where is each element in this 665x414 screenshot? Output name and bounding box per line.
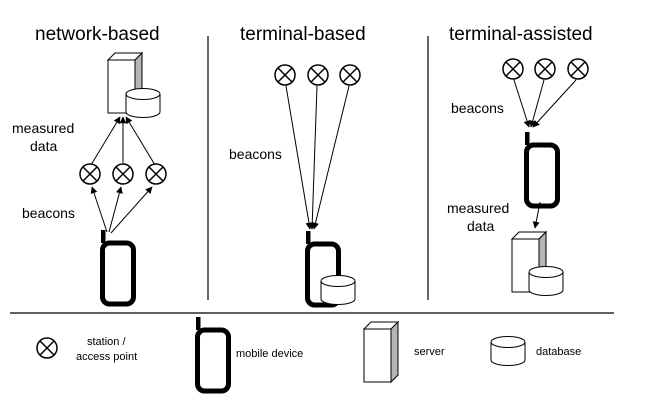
station-icon	[112, 163, 134, 185]
database-icon	[528, 266, 564, 296]
station-icon	[145, 163, 167, 185]
station-icon	[274, 64, 296, 86]
measured-label: measured	[12, 120, 74, 136]
terminal-assisted-title: terminal-assisted	[449, 24, 593, 45]
measured-label: measured	[447, 200, 509, 216]
database-icon	[320, 275, 356, 305]
data-label: data	[467, 218, 494, 234]
database-icon	[125, 88, 161, 118]
legend-server-label: server	[414, 346, 445, 358]
legend-station-label-2: access point	[76, 351, 137, 363]
station-icon	[36, 337, 58, 359]
legend-database-label: database	[536, 346, 581, 358]
beacon-arrow-3	[532, 79, 577, 128]
mobile-device-icon	[101, 230, 134, 304]
terminal-assisted-column: terminal-assisted beacons measured data	[447, 24, 593, 296]
station-icon	[502, 58, 524, 80]
server-icon	[363, 321, 399, 383]
beacon-arrow-3	[110, 186, 153, 234]
legend: station / access point mobile device ser…	[36, 317, 581, 391]
legend-station-label-1: station /	[87, 336, 126, 348]
beacons-label: beacons	[229, 146, 282, 162]
beacon-arrow-3	[312, 85, 350, 230]
network-based-column: network-based measured data beacons	[12, 24, 167, 304]
measured-data-arrow-3	[125, 116, 156, 166]
measured-data-arrow	[532, 201, 541, 229]
station-icon	[567, 58, 589, 80]
beacons-label: beacons	[22, 205, 75, 221]
terminal-based-column: terminal-based beacons	[229, 24, 366, 305]
measured-data-arrow-1	[90, 116, 121, 166]
station-icon	[534, 58, 556, 80]
beacon-arrow-1	[285, 85, 313, 230]
data-label: data	[30, 138, 57, 154]
station-icon	[339, 64, 361, 86]
legend-mobile-label: mobile device	[236, 348, 303, 360]
station-icon	[307, 64, 329, 86]
beacon-arrow-1	[513, 79, 531, 128]
beacons-label: beacons	[451, 100, 504, 116]
terminal-based-title: terminal-based	[240, 24, 366, 45]
mobile-device-icon	[525, 132, 558, 206]
station-icon	[79, 163, 101, 185]
mobile-device-icon	[196, 317, 229, 391]
beacon-arrow-2	[108, 186, 123, 233]
beacon-arrow-2	[308, 85, 318, 230]
database-icon	[490, 336, 526, 366]
beacon-arrow-2	[529, 79, 545, 128]
network-based-title: network-based	[35, 24, 160, 45]
beacon-arrow-1	[90, 186, 108, 233]
